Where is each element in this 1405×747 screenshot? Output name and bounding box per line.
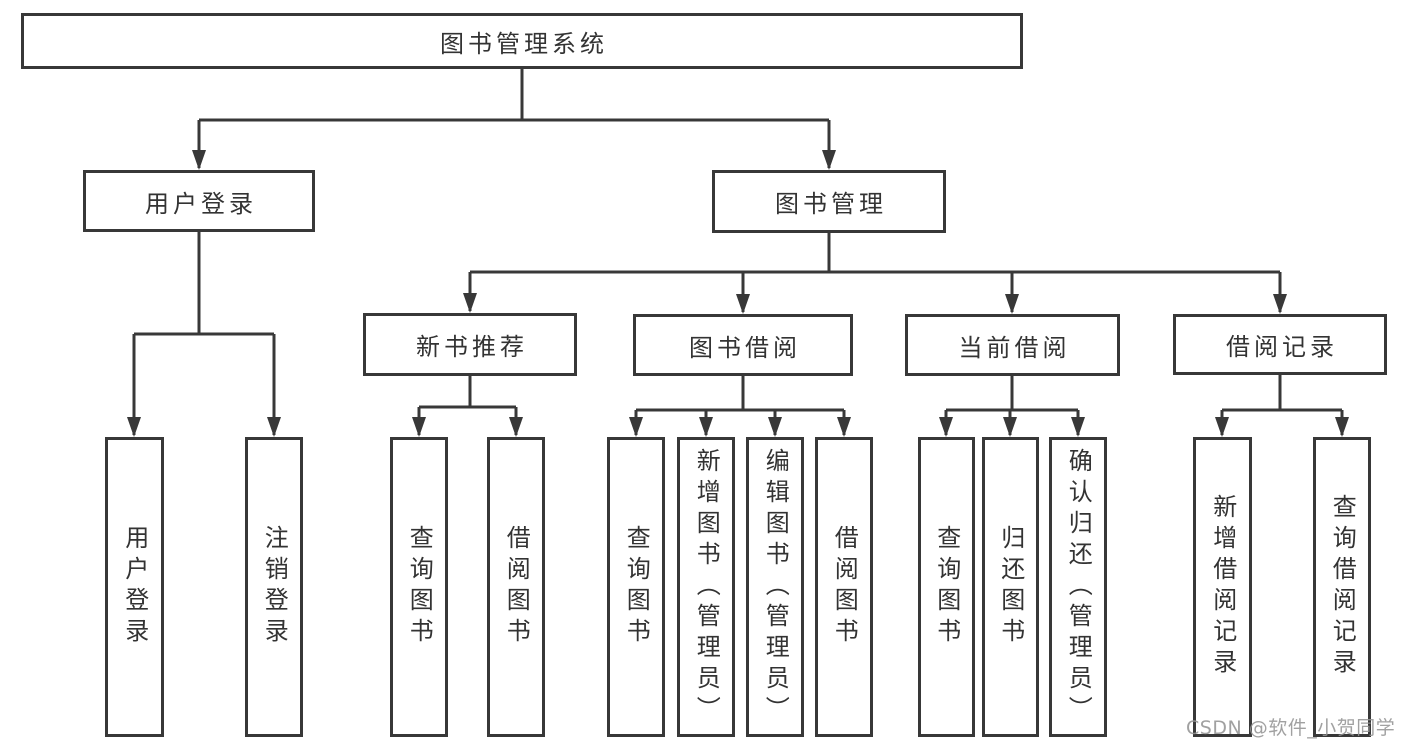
leaf-borrow-add-books-label: 新增图书（管理员） (692, 447, 721, 727)
leaf-rec-query-books-label: 查询图书 (405, 525, 434, 649)
arrowhead-icon (1005, 294, 1019, 314)
arrowhead-icon (192, 150, 206, 170)
arrowhead-icon (1003, 417, 1017, 437)
leaf-borrow-borrow-books: 借阅图书 (815, 437, 873, 737)
node-borrow-records-label: 借阅记录 (1226, 333, 1338, 361)
node-borrow-records: 借阅记录 (1173, 314, 1387, 375)
node-current-borrow: 当前借阅 (905, 314, 1120, 376)
leaf-borrow-query-books-label: 查询图书 (622, 525, 651, 649)
node-root: 图书管理系统 (21, 13, 1023, 69)
arrowhead-icon (1071, 417, 1085, 437)
leaf-current-return-books: 归还图书 (982, 437, 1039, 737)
arrowhead-icon (127, 417, 141, 437)
node-book-borrow: 图书借阅 (633, 314, 853, 376)
node-new-book-recommend-label: 新书推荐 (416, 333, 528, 361)
arrowhead-icon (768, 417, 782, 437)
arrowhead-icon (699, 417, 713, 437)
leaf-logout-label: 注销登录 (260, 525, 289, 649)
arrowhead-icon (1335, 417, 1349, 437)
node-book-borrow-label: 图书借阅 (689, 333, 801, 362)
node-book-management-label: 图书管理 (775, 190, 887, 218)
leaf-borrow-query-books: 查询图书 (607, 437, 665, 737)
leaf-logout: 注销登录 (245, 437, 303, 737)
arrowhead-icon (629, 417, 643, 437)
arrowhead-icon (267, 417, 281, 437)
leaf-records-query-record-label: 查询借阅记录 (1328, 494, 1357, 680)
arrowhead-icon (509, 417, 523, 437)
leaf-current-query-books: 查询图书 (918, 437, 975, 737)
arrowhead-icon (1215, 417, 1229, 437)
node-new-book-recommend: 新书推荐 (363, 313, 577, 376)
node-user-login-label: 用户登录 (145, 189, 257, 218)
leaf-current-confirm-return-label: 确认归还（管理员） (1064, 447, 1093, 727)
leaf-borrow-edit-books-label: 编辑图书（管理员） (761, 447, 790, 727)
leaf-records-add-record: 新增借阅记录 (1193, 437, 1252, 737)
node-book-management: 图书管理 (712, 170, 946, 233)
arrowhead-icon (463, 293, 477, 313)
arrowhead-icon (736, 294, 750, 314)
leaf-records-query-record: 查询借阅记录 (1313, 437, 1371, 737)
leaf-current-query-books-label: 查询图书 (932, 525, 961, 649)
leaf-rec-borrow-books-label: 借阅图书 (502, 525, 531, 649)
leaf-current-confirm-return: 确认归还（管理员） (1049, 437, 1107, 737)
leaf-borrow-add-books: 新增图书（管理员） (677, 437, 735, 737)
leaf-rec-query-books: 查询图书 (390, 437, 448, 737)
leaf-borrow-edit-books: 编辑图书（管理员） (746, 437, 804, 737)
node-current-borrow-label: 当前借阅 (958, 333, 1071, 362)
arrowhead-icon (822, 150, 836, 170)
leaf-current-return-books-label: 归还图书 (996, 525, 1025, 649)
leaf-user-login: 用户登录 (105, 437, 164, 737)
node-user-login: 用户登录 (83, 170, 315, 232)
arrowhead-icon (412, 417, 426, 437)
leaf-borrow-borrow-books-label: 借阅图书 (830, 525, 859, 649)
leaf-records-add-record-label: 新增借阅记录 (1208, 494, 1237, 680)
arrowhead-icon (837, 417, 851, 437)
node-root-label: 图书管理系统 (440, 29, 608, 58)
watermark: CSDN @软件_小贺同学 (1186, 717, 1396, 739)
leaf-rec-borrow-books: 借阅图书 (487, 437, 545, 737)
arrowhead-icon (1273, 294, 1287, 314)
arrowhead-icon (939, 417, 953, 437)
leaf-user-login-label: 用户登录 (120, 525, 149, 649)
